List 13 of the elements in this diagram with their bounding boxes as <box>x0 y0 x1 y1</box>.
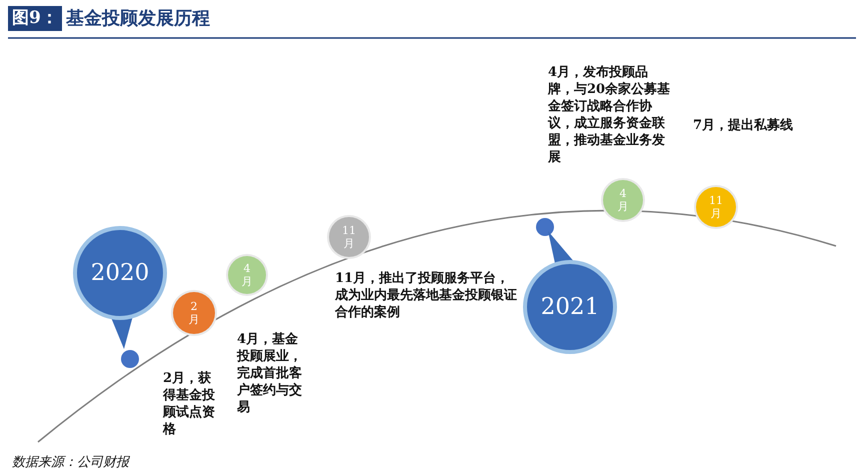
month-bubble: 4月 <box>603 180 643 220</box>
month-bubble: 11月 <box>696 187 736 227</box>
diagram-title: 基金投顾发展历程 <box>66 7 210 31</box>
month-bubble: 2月 <box>173 292 215 334</box>
annotation-text: 2月，获得基金投顾试点资格 <box>163 370 216 438</box>
annotation-text: 7月，提出私募线 <box>693 117 794 134</box>
month-bubble: 11月 <box>329 217 369 257</box>
annotation-text: 4月，发布投顾品牌，与20余家公募基金签订战略合作协议，成立服务资金联盟，推动基金业务发展 <box>548 64 672 166</box>
month-bubble: 4月 <box>228 256 266 294</box>
source-note: 数据来源：公司财报 <box>12 454 129 471</box>
annotation-text: 4月，基金投顾展业，完成首批客户签约与交易 <box>237 331 303 416</box>
figure-number: 图9： <box>8 6 62 31</box>
annotation-text: 11月，推出了投顾服务平台，成为业内最先落地基金投顾银证合作的案例 <box>335 270 518 321</box>
